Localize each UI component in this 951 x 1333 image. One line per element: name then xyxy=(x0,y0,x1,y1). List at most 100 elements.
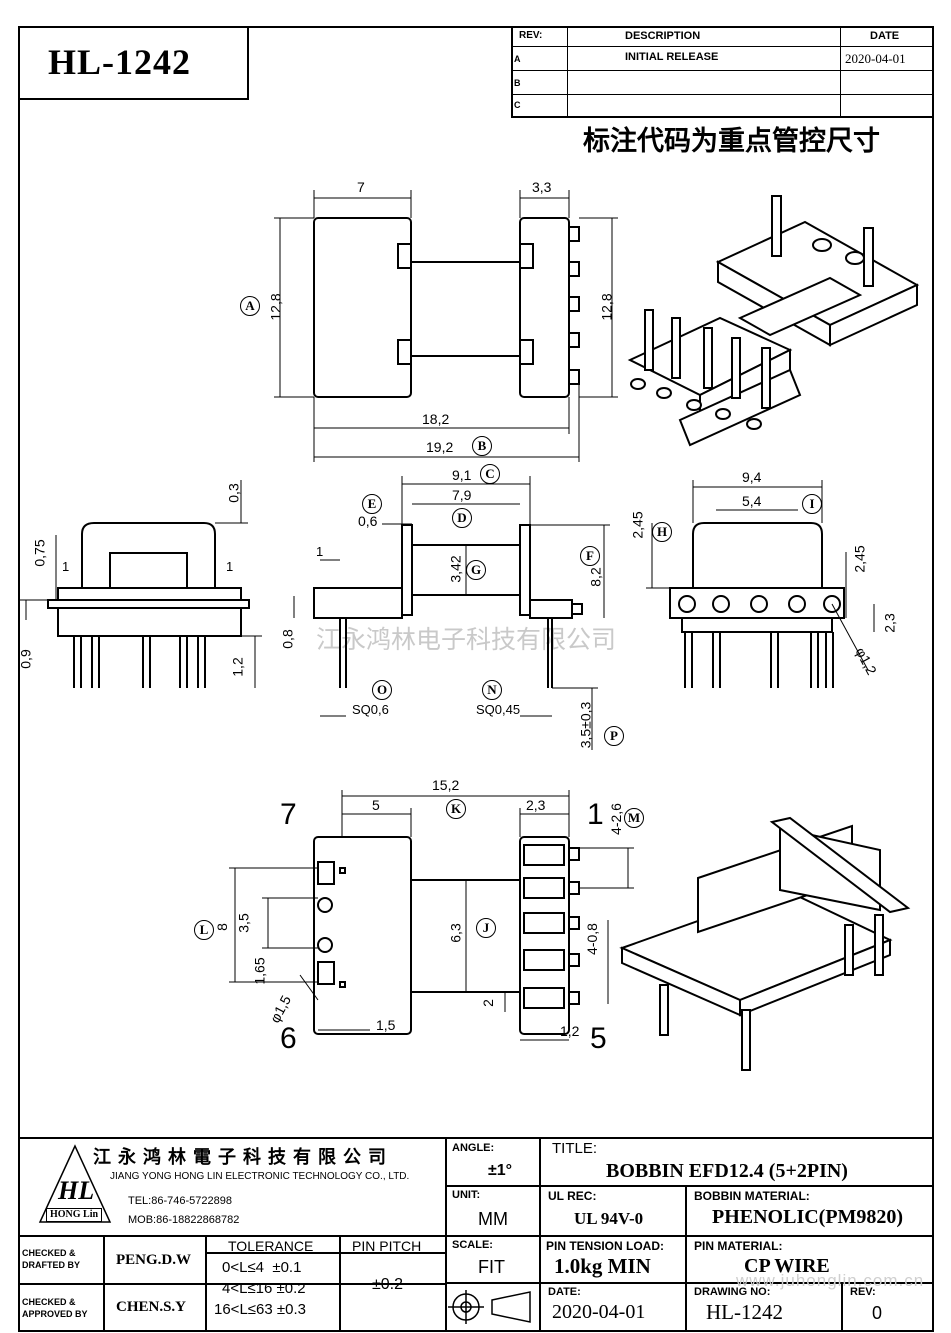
front-view xyxy=(313,524,583,688)
dim-f-79: 7,9 xyxy=(452,487,472,503)
scale-label: SCALE: xyxy=(452,1239,493,1251)
company-tel: TEL:86-746-5722898 xyxy=(128,1195,232,1207)
dim-top-182: 18,2 xyxy=(422,411,450,427)
right-side-view xyxy=(669,522,845,688)
dim-b-4-26: 4-2,6 xyxy=(607,803,624,835)
title-block-lines xyxy=(18,1137,934,1332)
part-number: HL-1242 xyxy=(48,42,192,82)
marker-j: J xyxy=(476,918,496,938)
iso-view-top xyxy=(627,195,920,447)
dim-f-35: 3,5±0,3 xyxy=(577,701,594,749)
company-mob: MOB:86-18822868782 xyxy=(128,1214,240,1226)
title-value: BOBBIN EFD12.4 (5+2PIN) xyxy=(606,1160,848,1182)
bobbin-material-value: PHENOLIC(PM9820) xyxy=(712,1206,904,1228)
unit-value: MM xyxy=(478,1209,508,1229)
rev-c: C xyxy=(514,100,521,110)
company-logo xyxy=(38,1144,112,1223)
dim-b-165: 1,65 xyxy=(251,957,268,985)
date-header: DATE xyxy=(870,30,900,42)
marker-b: B xyxy=(472,436,492,456)
tolerance-row-2: 4<L≤16 ±0.2 xyxy=(222,1280,306,1297)
drawing-no-value: HL-1242 xyxy=(706,1300,783,1324)
dim-r-54: 5,4 xyxy=(742,493,762,509)
pin-pitch-label: PIN PITCH xyxy=(352,1238,422,1254)
ul-label: UL REC: xyxy=(548,1189,597,1203)
dim-r-245a: 2,45 xyxy=(629,511,646,539)
marker-d: D xyxy=(452,508,472,528)
dim-r-23: 2,3 xyxy=(881,613,898,633)
dim-b-5: 5 xyxy=(372,797,380,813)
bobbin-material-label: BOBBIN MATERIAL: xyxy=(694,1189,810,1203)
date-label: DATE: xyxy=(548,1286,581,1298)
website-watermark: www.juhonglin.com.cn xyxy=(736,1271,925,1290)
checked-approved-value: CHEN.S.Y xyxy=(116,1299,187,1315)
logo-text: HL xyxy=(58,1176,95,1205)
dim-top-128a: 12,8 xyxy=(267,293,284,321)
company-name-en: JIANG YONG HONG LIN ELECTRONIC TECHNOLOG… xyxy=(110,1171,410,1182)
tolerance-row-3: 16<L≤63 ±0.3 xyxy=(214,1301,306,1318)
dim-f-sq045: SQ0,45 xyxy=(476,702,521,717)
iso-view-bottom xyxy=(619,816,911,1071)
angle-value: ±1° xyxy=(488,1162,513,1179)
pin-label-6: 6 xyxy=(280,1022,297,1055)
control-dimension-note: 标注代码为重点管控尺寸 xyxy=(583,126,880,156)
dim-r-245b: 2,45 xyxy=(851,545,868,573)
marker-f: F xyxy=(580,546,600,566)
marker-k: K xyxy=(446,799,466,819)
marker-c: C xyxy=(480,464,500,484)
marker-e: E xyxy=(362,494,382,514)
dim-l-12: 1,2 xyxy=(229,657,246,677)
marker-m: M xyxy=(624,808,644,828)
drawing-no-label: DRAWING NO: xyxy=(694,1286,771,1298)
tolerance-label: TOLERANCE xyxy=(228,1238,314,1254)
pin-material-label: PIN MATERIAL: xyxy=(694,1239,783,1253)
dim-l-1b: 1 xyxy=(226,559,234,574)
dim-r-94: 9,4 xyxy=(742,469,762,485)
watermark: 江永鸿林电子科技有限公司 xyxy=(316,626,617,654)
dim-l-03: 0,3 xyxy=(225,483,242,503)
dim-b-23: 2,3 xyxy=(526,797,546,813)
marker-o: O xyxy=(372,680,392,700)
pin-material-value: CP WIRE xyxy=(744,1255,830,1277)
marker-n: N xyxy=(482,680,502,700)
marker-p: P xyxy=(604,726,624,746)
rev-label: REV: xyxy=(850,1286,876,1298)
dim-b-4-08: 4-0,8 xyxy=(583,923,600,955)
pin-pitch-value: ±0.2 xyxy=(372,1276,404,1293)
description-header: DESCRIPTION xyxy=(625,30,701,42)
bottom-view xyxy=(313,836,580,1035)
dim-b-2: 2 xyxy=(479,999,496,1007)
rev-a-date: 2020-04-01 xyxy=(845,51,906,66)
marker-h: H xyxy=(652,522,672,542)
dim-l-1a: 1 xyxy=(62,559,70,574)
rev-header: REV: xyxy=(519,30,543,41)
marker-g: G xyxy=(466,560,486,580)
scale-value: FIT xyxy=(478,1257,505,1277)
tolerance-row-1: 0<L≤4 ±0.1 xyxy=(222,1259,302,1276)
dim-top-7: 7 xyxy=(357,179,365,195)
logo-subtext: HONG Lin xyxy=(46,1208,103,1222)
ul-value: UL 94V-0 xyxy=(574,1209,644,1228)
dim-b-63: 6,3 xyxy=(447,923,464,943)
rev-value: 0 xyxy=(872,1303,883,1323)
drawing-frame xyxy=(18,26,934,1332)
dim-l-09: 0,9 xyxy=(17,649,34,669)
dim-b-8: 8 xyxy=(213,923,230,931)
dim-f-08: 0,8 xyxy=(279,629,296,649)
checked-drafted-label: CHECKED & DRAFTED BY xyxy=(22,1248,80,1270)
dim-b-35: 3,5 xyxy=(235,913,252,933)
rev-b: B xyxy=(514,78,521,88)
angle-label: ANGLE: xyxy=(452,1142,495,1154)
dim-top-33: 3,3 xyxy=(532,179,552,195)
marker-a: A xyxy=(240,296,260,316)
checked-approved-label: CHECKED & APPROVED BY xyxy=(22,1297,88,1319)
dim-b-15: 1,5 xyxy=(376,1017,396,1033)
dim-f-342: 3,42 xyxy=(447,555,464,583)
marker-i: I xyxy=(802,494,822,514)
dim-f-06: 0,6 xyxy=(358,513,378,529)
dim-f-sq06: SQ0,6 xyxy=(352,702,389,717)
left-side-view xyxy=(47,522,250,688)
title-label: TITLE: xyxy=(552,1140,598,1157)
marker-l: L xyxy=(194,920,214,940)
